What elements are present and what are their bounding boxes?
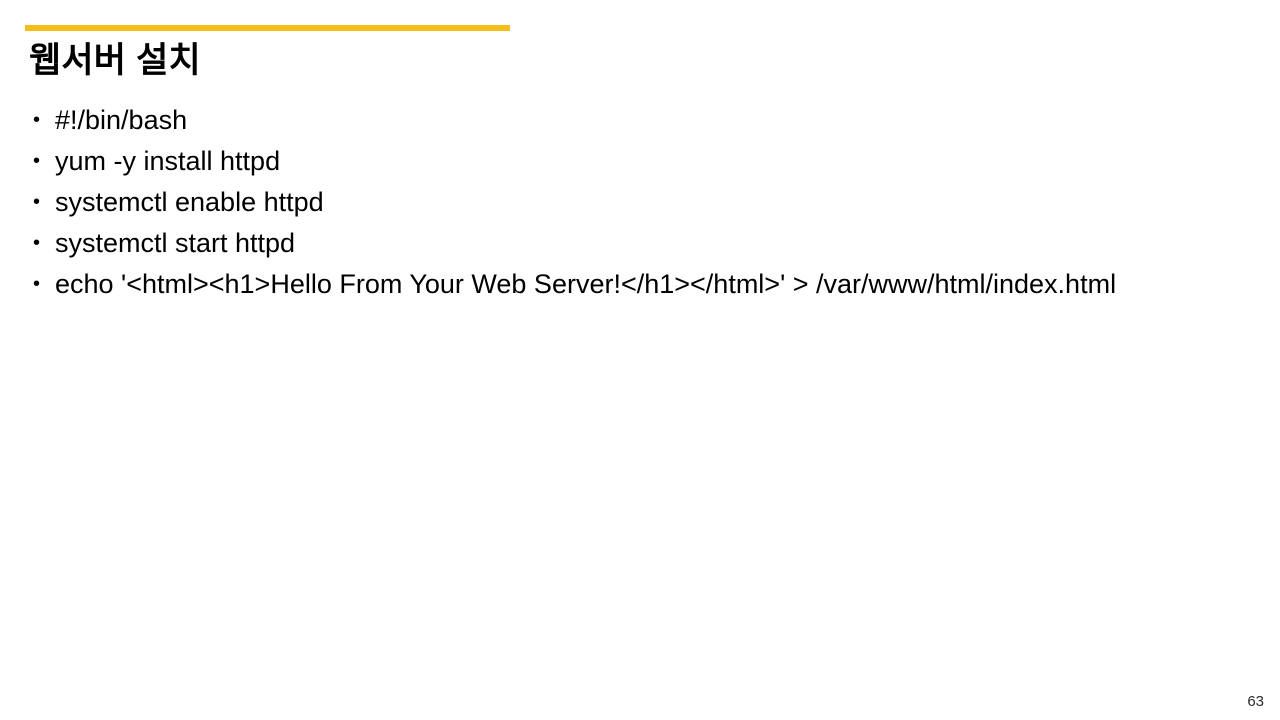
list-item-label: systemctl start httpd — [55, 228, 296, 258]
bullet-dot-icon: • — [33, 150, 41, 172]
list-item-label: systemctl enable httpd — [55, 187, 324, 217]
list-item-label: echo '<html><h1>Hello From Your Web Serv… — [55, 269, 1117, 299]
list-item-label: yum -y install httpd — [55, 146, 281, 176]
bullet-dot-icon: • — [33, 232, 41, 254]
list-item: • systemctl enable httpd — [30, 182, 1275, 223]
page-number: 63 — [1247, 693, 1264, 710]
list-item: • #!/bin/bash — [30, 100, 1275, 141]
bullet-list: • #!/bin/bash • yum -y install httpd • s… — [30, 100, 1275, 305]
bullet-dot-icon: • — [33, 109, 41, 131]
list-item: • echo '<html><h1>Hello From Your Web Se… — [30, 264, 1275, 305]
list-item: • yum -y install httpd — [30, 141, 1275, 182]
bullet-dot-icon: • — [33, 191, 41, 213]
list-item: • systemctl start httpd — [30, 223, 1275, 264]
list-item-label: #!/bin/bash — [55, 105, 188, 135]
bullet-dot-icon: • — [33, 273, 41, 295]
title-accent-bar — [25, 25, 510, 31]
page-title: 웹서버 설치 — [29, 41, 201, 80]
